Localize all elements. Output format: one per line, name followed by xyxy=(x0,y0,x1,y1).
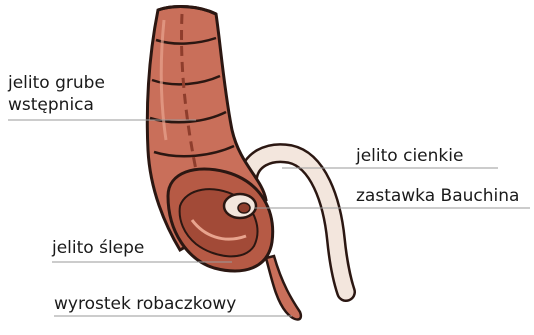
label-colon-line2: wstępnica xyxy=(8,95,94,115)
appendix-shape xyxy=(266,256,301,320)
label-colon-line1: jelito grube xyxy=(8,73,105,93)
ileocecal-valve-shape xyxy=(224,194,256,218)
label-appendix: wyrostek robaczkowy xyxy=(54,294,236,314)
label-small-intestine: jelito cienkie xyxy=(356,146,463,166)
label-ileocecal-valve: zastawka Bauchina xyxy=(356,186,519,206)
label-cecum: jelito ślepe xyxy=(52,238,144,258)
